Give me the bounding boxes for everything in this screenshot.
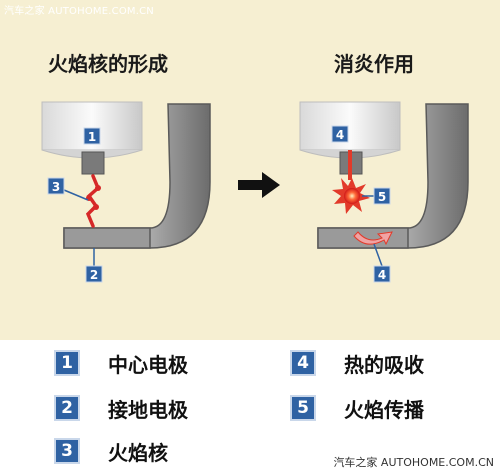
callout-2-label: 2: [90, 268, 98, 282]
callout-4-top-label: 4: [336, 128, 344, 142]
right-spark-plug: [299, 101, 469, 249]
legend-label-heat-absorption: 热的吸收: [344, 352, 424, 377]
heat-absorption-arrow: [353, 231, 393, 246]
callout-1-label: 1: [88, 130, 96, 144]
right-diagram-title: 消炎作用: [334, 52, 414, 76]
legend-label-flame-propagation: 火焰传播: [344, 397, 424, 422]
callout-3-label: 3: [52, 180, 60, 194]
callout-badge-3: [47, 177, 65, 195]
right-insulator: [299, 101, 401, 151]
flame-kernel: [85, 174, 101, 228]
spark-plug-diagrams: 1 3 2 4 5 4: [41, 101, 469, 283]
left-diagram-title: 火焰核的形成: [48, 52, 168, 76]
legend-item-flame-kernel: 3 火焰核: [54, 436, 168, 466]
left-center-electrode: [81, 151, 105, 175]
callout-badge-4-bottom: [373, 265, 391, 283]
legend-label-center-electrode: 中心电极: [108, 352, 188, 377]
callout-badge-2: [85, 265, 103, 283]
callout-5-label: 5: [378, 190, 386, 204]
legend-badge-5: 5: [290, 395, 316, 421]
watermark-bottom: 汽车之家 AUTOHOME.COM.CN: [333, 456, 494, 469]
legend-badge-2: 2: [54, 395, 80, 421]
legend-label-ground-electrode: 接地电极: [108, 397, 188, 422]
callout-4-bottom-label: 4: [378, 268, 386, 282]
legend-badge-4: 4: [290, 350, 316, 376]
legend-item-heat-absorption: 4 热的吸收: [290, 348, 424, 378]
legend-item-flame-propagation: 5 火焰传播: [290, 393, 424, 423]
watermark-top: 汽车之家 AUTOHOME.COM.CN: [4, 6, 154, 17]
callout-badge-1: [83, 127, 101, 145]
legend-item-center-electrode: 1 中心电极: [54, 348, 188, 378]
legend-label-flame-kernel: 火焰核: [108, 440, 168, 465]
callout-badge-5: [373, 187, 391, 205]
left-spark-plug: [41, 101, 211, 249]
flame-propagation-burst: [332, 178, 370, 214]
legend-badge-3: 3: [54, 438, 80, 464]
legend-item-ground-electrode: 2 接地电极: [54, 393, 188, 423]
left-callouts: 1 3 2: [47, 127, 103, 283]
right-callouts: 4 5 4: [331, 125, 391, 283]
legend-badge-1: 1: [54, 350, 80, 376]
transition-arrow: [238, 172, 280, 198]
callout-badge-4-top: [331, 125, 349, 143]
